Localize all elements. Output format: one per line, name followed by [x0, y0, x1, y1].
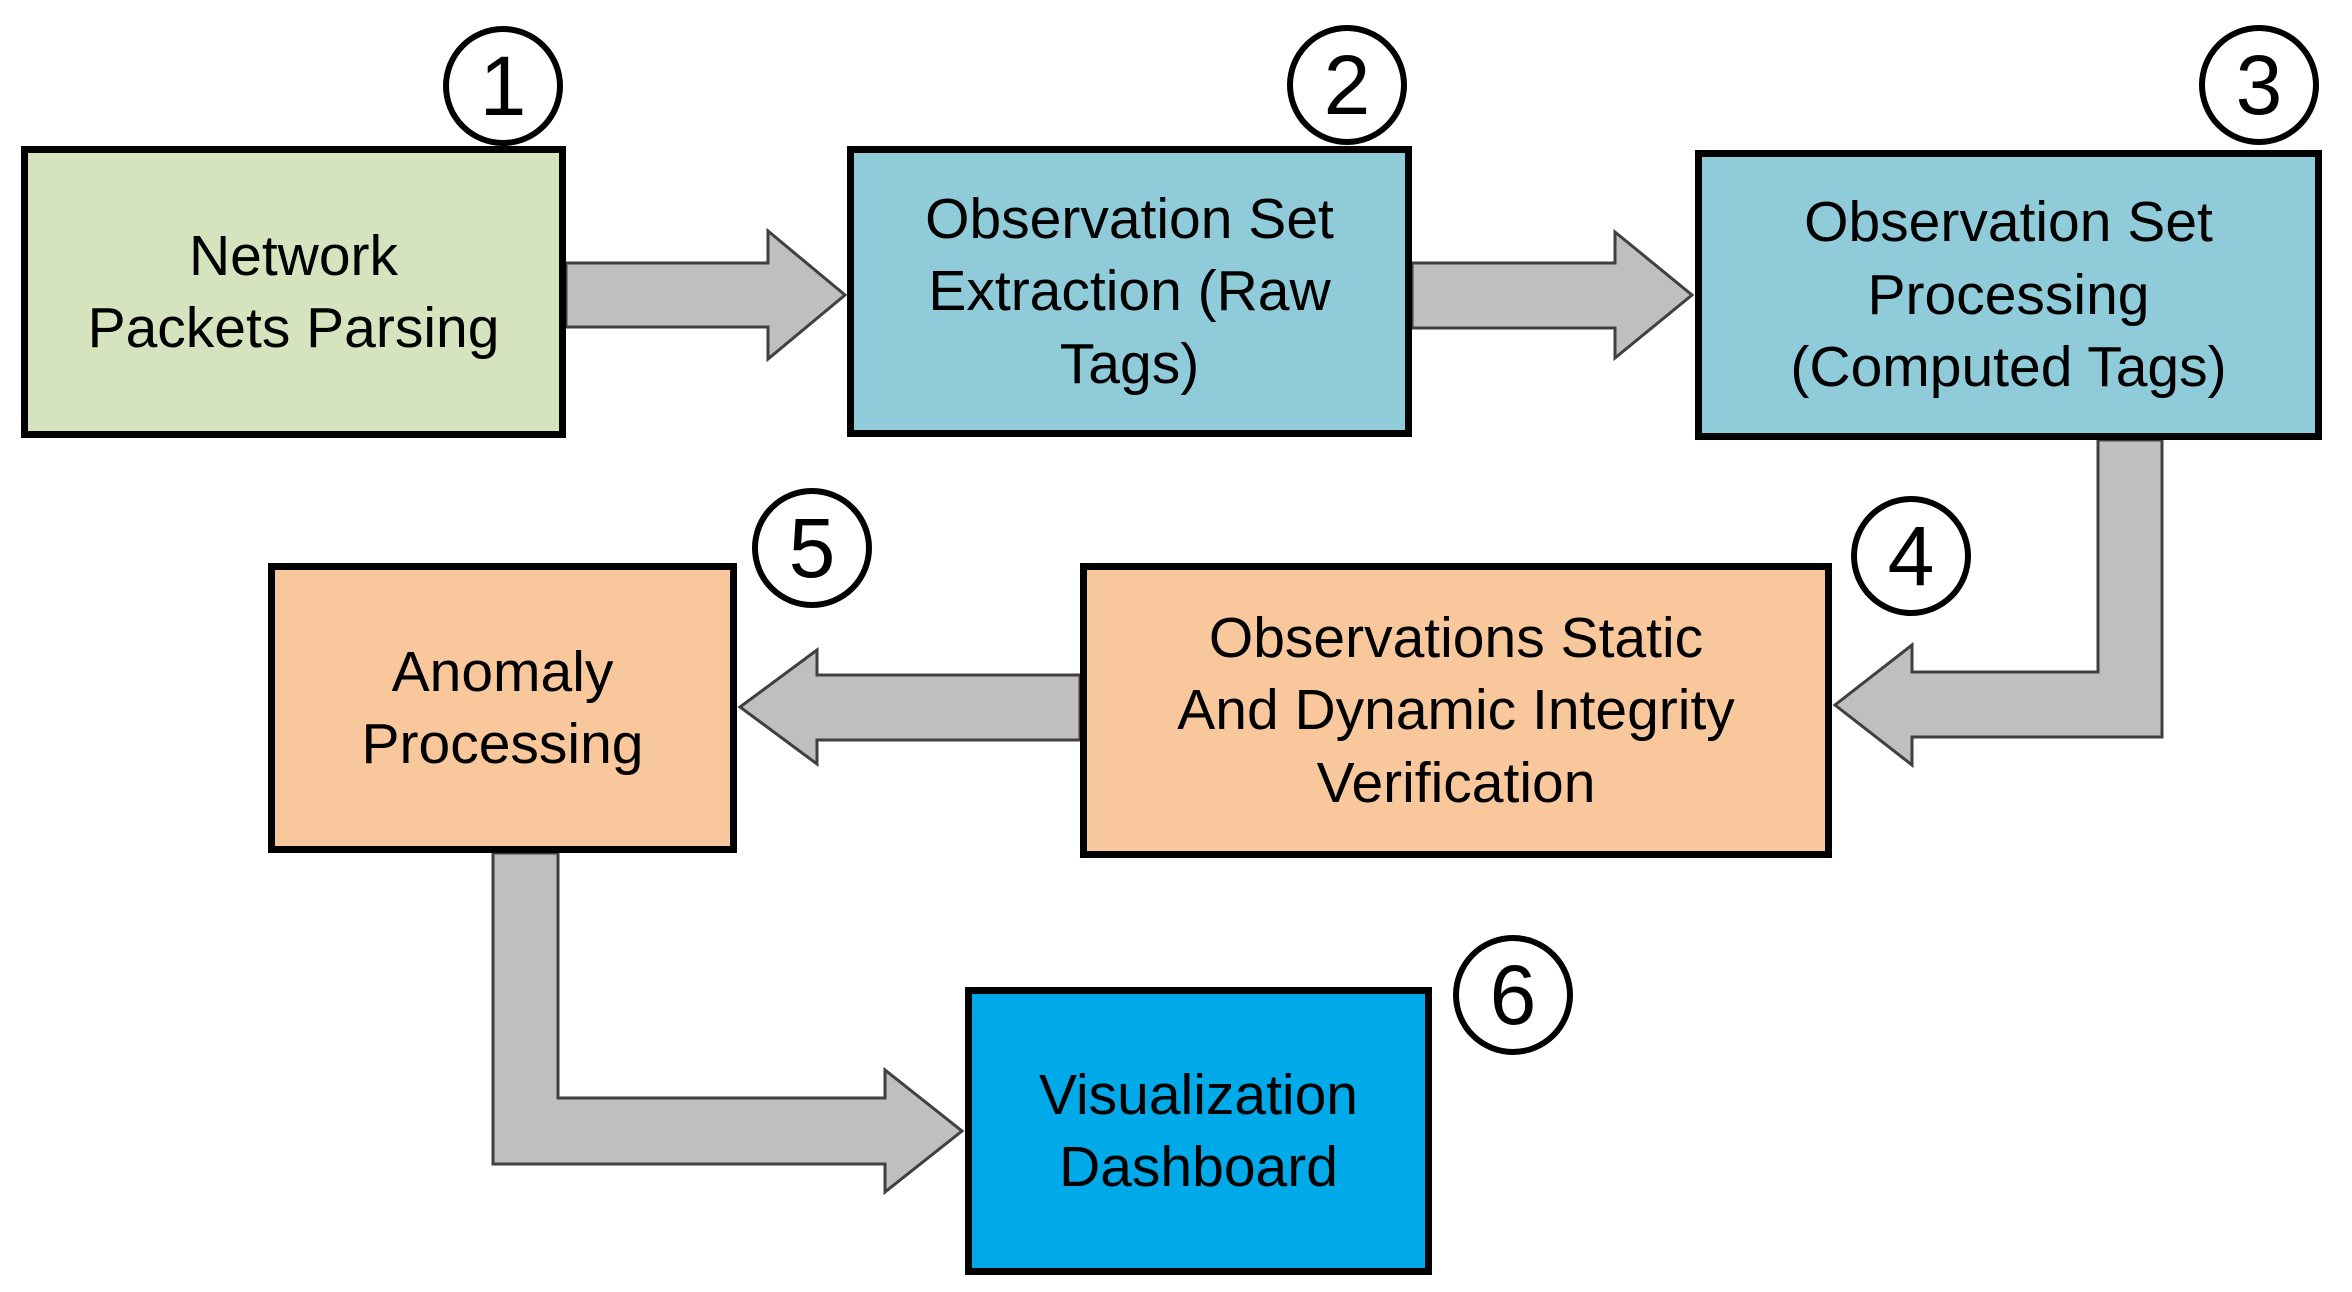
node-label: Visualization Dashboard [1039, 1062, 1358, 1199]
step-badge-1: 1 [443, 26, 563, 146]
node-integrity-verification: Observations Static And Dynamic Integrit… [1080, 563, 1832, 858]
step-number: 4 [1887, 508, 1935, 603]
step-badge-2: 2 [1287, 25, 1407, 145]
node-label: Observations Static And Dynamic Integrit… [1177, 605, 1735, 815]
node-observation-set-processing: Observation Set Processing (Computed Tag… [1695, 150, 2322, 440]
step-badge-4: 4 [1851, 496, 1971, 616]
node-label: Anomaly Processing [361, 639, 644, 776]
node-visualization-dashboard: Visualization Dashboard [965, 987, 1432, 1275]
node-label: Observation Set Extraction (Raw Tags) [925, 186, 1334, 396]
node-network-packets-parsing: Network Packets Parsing [21, 146, 566, 438]
step-badge-3: 3 [2199, 25, 2319, 145]
node-observation-set-extraction: Observation Set Extraction (Raw Tags) [847, 146, 1412, 437]
node-label: Observation Set Processing (Computed Tag… [1790, 190, 2227, 400]
arrow-5-to-6 [491, 851, 965, 1196]
arrow-3-to-4 [1832, 438, 2164, 769]
step-badge-5: 5 [752, 488, 872, 608]
arrow-4-to-5 [737, 647, 1082, 767]
step-number: 1 [479, 38, 527, 133]
node-anomaly-processing: Anomaly Processing [268, 563, 737, 853]
arrow-2-to-3 [1410, 228, 1695, 362]
step-number: 3 [2235, 37, 2283, 132]
step-badge-6: 6 [1453, 935, 1573, 1055]
step-number: 6 [1489, 947, 1537, 1042]
node-label: Network Packets Parsing [87, 223, 500, 360]
step-number: 5 [788, 500, 836, 595]
arrow-1-to-2 [564, 227, 848, 363]
step-number: 2 [1323, 37, 1371, 132]
